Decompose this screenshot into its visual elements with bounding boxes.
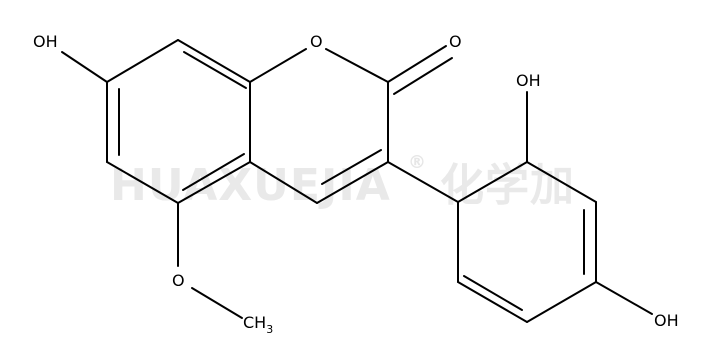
bond-c7-oh — [61, 51, 108, 83]
bond-c3-c4-inner — [321, 149, 382, 185]
bond-c8a-o1 — [249, 48, 307, 83]
bond-o1-c2 — [325, 48, 389, 83]
bond-c2-o-carbonyl — [387, 45, 447, 83]
bond-c4a-c5-inner — [182, 153, 245, 191]
benzo-ring — [106, 39, 251, 204]
watermark: HUAXUEJIA ® 化学加 — [110, 152, 575, 211]
bond-c5p-c6p — [457, 281, 528, 323]
bond-c3-c1prime — [387, 161, 459, 203]
bond-o-ch3 — [191, 287, 243, 319]
label-o-methoxy: O — [172, 271, 185, 290]
bond-c5p-c6p-inner — [463, 275, 523, 311]
label-oh-4prime: OH — [654, 311, 679, 330]
label-oh-7: OH — [33, 32, 58, 51]
watermark-brand: HUAXUEJIA — [110, 160, 391, 211]
label-o-carbonyl: O — [449, 32, 462, 51]
label-ch3-base: CH — [243, 313, 266, 332]
watermark-registered-mark: ® — [408, 152, 427, 173]
label-ch3-subscript: 3 — [266, 323, 273, 336]
label-ch3: CH3 — [243, 313, 273, 336]
atom-labels: OH O O OH O CH3 OH — [33, 32, 679, 336]
bond-c2-o-carbonyl-second — [393, 57, 453, 95]
bond-c4a-c5 — [177, 161, 251, 204]
bond-c8-c8a-inner — [183, 51, 247, 89]
bond-c4p-oh — [595, 281, 653, 315]
watermark-cn: 化学加 — [440, 160, 575, 211]
bond-c4-c4a — [249, 161, 318, 204]
label-oh-2prime: OH — [516, 71, 541, 90]
bond-c5-c6 — [106, 161, 179, 204]
left-substituents — [61, 51, 243, 319]
bond-c1p-c2p — [457, 161, 528, 203]
bond-c7-c8 — [106, 39, 179, 83]
pyranone-ring — [249, 45, 453, 204]
bond-c4p-c5p — [526, 281, 597, 323]
bond-c3-c4 — [316, 161, 389, 204]
label-o-ring: O — [310, 32, 323, 51]
phenyl-ring — [457, 91, 653, 323]
bond-c2p-c3p — [526, 161, 597, 203]
bond-c8-c8a — [177, 39, 251, 83]
